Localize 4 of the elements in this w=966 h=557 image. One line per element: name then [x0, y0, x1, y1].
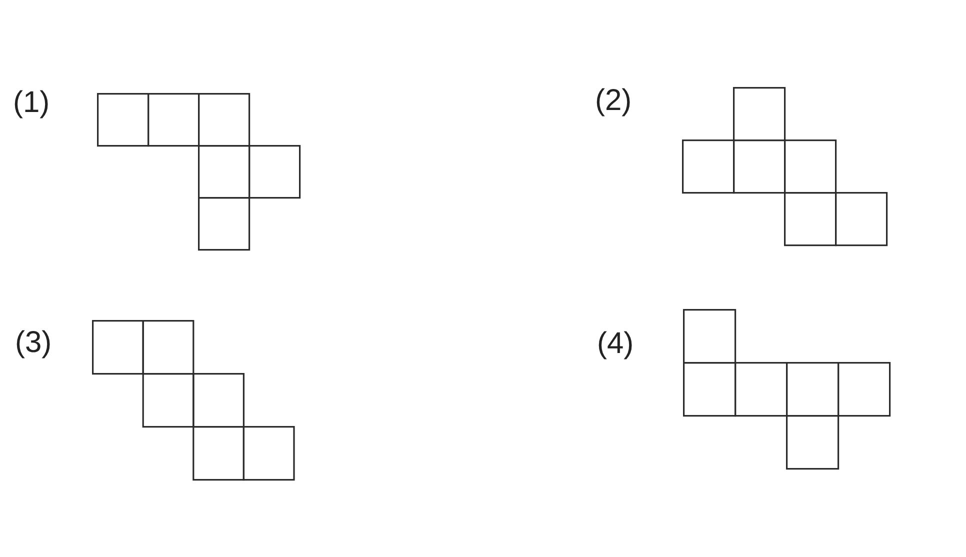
figure-number: (3)	[15, 328, 52, 358]
figure-number: (1)	[13, 88, 50, 118]
figure-number: (4)	[597, 329, 634, 359]
figure-number: (2)	[595, 86, 632, 116]
